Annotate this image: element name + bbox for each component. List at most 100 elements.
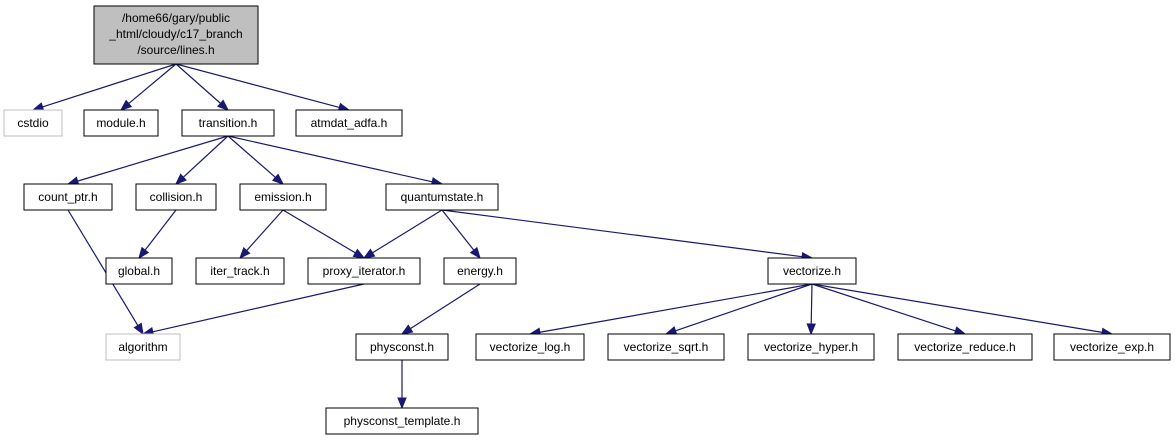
edge-vectorize-to-vectorize_exp bbox=[811, 283, 1103, 333]
arrowhead bbox=[806, 323, 816, 336]
node-label: physconst.h bbox=[370, 340, 434, 354]
node-label: count_ptr.h bbox=[38, 190, 97, 204]
edge-root-to-cstdio bbox=[42, 63, 177, 108]
node-box bbox=[385, 183, 499, 211]
node-vectorize-sqrt[interactable]: vectorize_sqrt.h bbox=[607, 333, 725, 361]
root-label-line-3: /source/lines.h bbox=[137, 43, 214, 57]
node-root-lines-h[interactable]: /home66/gary/public _html/cloudy/c17_bra… bbox=[93, 5, 259, 65]
node-label: vectorize_log.h bbox=[490, 340, 571, 354]
edge-vectorize-to-vectorize_reduce bbox=[811, 283, 956, 332]
edge-quantumstate-to-proxy_iterator bbox=[372, 209, 443, 254]
edge-transition-to-quantumstate bbox=[227, 135, 433, 183]
node-box bbox=[767, 257, 857, 285]
node-energy[interactable]: energy.h bbox=[443, 257, 517, 285]
node-label: cstdio bbox=[17, 116, 49, 130]
arrowhead bbox=[469, 246, 481, 260]
arrowhead bbox=[664, 326, 678, 336]
node-atmdat-adfa[interactable]: atmdat_adfa.h bbox=[295, 109, 403, 137]
edge-collision-to-global bbox=[144, 209, 177, 251]
node-vectorize-hyper[interactable]: vectorize_hyper.h bbox=[747, 333, 875, 361]
node-vectorize-log[interactable]: vectorize_log.h bbox=[475, 333, 585, 361]
node-label: proxy_iterator.h bbox=[323, 264, 406, 278]
node-emission[interactable]: emission.h bbox=[239, 183, 327, 211]
arrowhead bbox=[138, 246, 150, 260]
node-cstdio[interactable]: cstdio bbox=[3, 109, 63, 137]
edge-root-to-module bbox=[128, 63, 177, 105]
node-box bbox=[607, 333, 725, 361]
node-box bbox=[475, 333, 585, 361]
node-box bbox=[897, 333, 1033, 361]
node-label: vectorize_reduce.h bbox=[914, 340, 1015, 354]
node-label: vectorize_exp.h bbox=[1070, 340, 1154, 354]
node-iter-track[interactable]: iter_track.h bbox=[195, 257, 285, 285]
arrowhead bbox=[119, 99, 133, 111]
arrowhead bbox=[362, 248, 376, 259]
edge-transition-to-emission bbox=[227, 135, 276, 178]
node-label: emission.h bbox=[254, 190, 311, 204]
node-label: atmdat_adfa.h bbox=[311, 116, 388, 130]
node-label: collision.h bbox=[150, 190, 203, 204]
node-label: quantumstate.h bbox=[401, 190, 484, 204]
node-collision[interactable]: collision.h bbox=[135, 183, 217, 211]
edge-vectorize-to-vectorize_sqrt bbox=[675, 283, 813, 332]
node-label: vectorize_hyper.h bbox=[764, 340, 858, 354]
node-box bbox=[307, 257, 421, 285]
node-box bbox=[1053, 333, 1171, 361]
node-label: global.h bbox=[118, 264, 160, 278]
node-box bbox=[83, 109, 159, 137]
node-quantumstate[interactable]: quantumstate.h bbox=[385, 183, 499, 211]
node-proxy-iterator[interactable]: proxy_iterator.h bbox=[307, 257, 421, 285]
arrowhead bbox=[352, 248, 366, 259]
arrowhead bbox=[271, 173, 285, 185]
node-box bbox=[3, 109, 63, 137]
node-label: vectorize_sqrt.h bbox=[624, 340, 709, 354]
node-vectorize-exp[interactable]: vectorize_exp.h bbox=[1053, 333, 1171, 361]
node-box bbox=[443, 257, 517, 285]
node-transition[interactable]: transition.h bbox=[181, 109, 275, 137]
node-box bbox=[355, 333, 449, 361]
edge-transition-to-collision bbox=[182, 135, 229, 178]
arrowhead bbox=[400, 324, 414, 335]
edge-quantumstate-to-energy bbox=[441, 209, 475, 251]
node-box bbox=[135, 183, 217, 211]
node-label: module.h bbox=[96, 116, 145, 130]
edge-proxy_iterator-to-algorithm bbox=[152, 283, 365, 333]
node-label: vectorize.h bbox=[783, 264, 841, 278]
node-physconst-template[interactable]: physconst_template.h bbox=[325, 407, 479, 435]
edge-vectorize-to-vectorize_hyper bbox=[810, 283, 813, 325]
node-count-ptr[interactable]: count_ptr.h bbox=[23, 183, 113, 211]
arrowhead bbox=[397, 397, 407, 410]
node-box bbox=[239, 183, 327, 211]
node-box bbox=[325, 407, 479, 435]
node-module[interactable]: module.h bbox=[83, 109, 159, 137]
arrowhead bbox=[239, 247, 251, 260]
edge-emission-to-proxy_iterator bbox=[282, 209, 356, 254]
node-label: algorithm bbox=[118, 340, 167, 354]
edge-vectorize-to-vectorize_log bbox=[539, 283, 813, 333]
edge-root-to-transition bbox=[175, 63, 221, 104]
edge-quantumstate-to-vectorize bbox=[441, 209, 803, 258]
node-global[interactable]: global.h bbox=[105, 257, 173, 285]
edge-root-to-atmdat_adfa bbox=[175, 63, 340, 109]
node-physconst[interactable]: physconst.h bbox=[355, 333, 449, 361]
arrowhead bbox=[133, 322, 144, 336]
node-vectorize-reduce[interactable]: vectorize_reduce.h bbox=[897, 333, 1033, 361]
node-box bbox=[195, 257, 285, 285]
node-box bbox=[105, 257, 173, 285]
node-vectorize[interactable]: vectorize.h bbox=[767, 257, 857, 285]
edge-transition-to-count_ptr bbox=[77, 135, 229, 182]
arrowhead bbox=[175, 173, 187, 185]
graph-nodes: /home66/gary/public _html/cloudy/c17_bra… bbox=[3, 5, 1171, 435]
edge-count_ptr-to-algorithm bbox=[67, 209, 139, 326]
node-label: physconst_template.h bbox=[344, 414, 461, 428]
root-label-line-1: /home66/gary/public bbox=[122, 11, 230, 25]
node-box bbox=[295, 109, 403, 137]
node-label: iter_track.h bbox=[210, 264, 269, 278]
edge-energy-to-physconst bbox=[410, 283, 481, 330]
node-algorithm[interactable]: algorithm bbox=[105, 333, 181, 361]
node-label: transition.h bbox=[199, 116, 258, 130]
root-label-line-2: _html/cloudy/c17_branch bbox=[108, 27, 242, 41]
node-box bbox=[747, 333, 875, 361]
arrowhead bbox=[216, 99, 230, 111]
node-label: energy.h bbox=[457, 264, 503, 278]
